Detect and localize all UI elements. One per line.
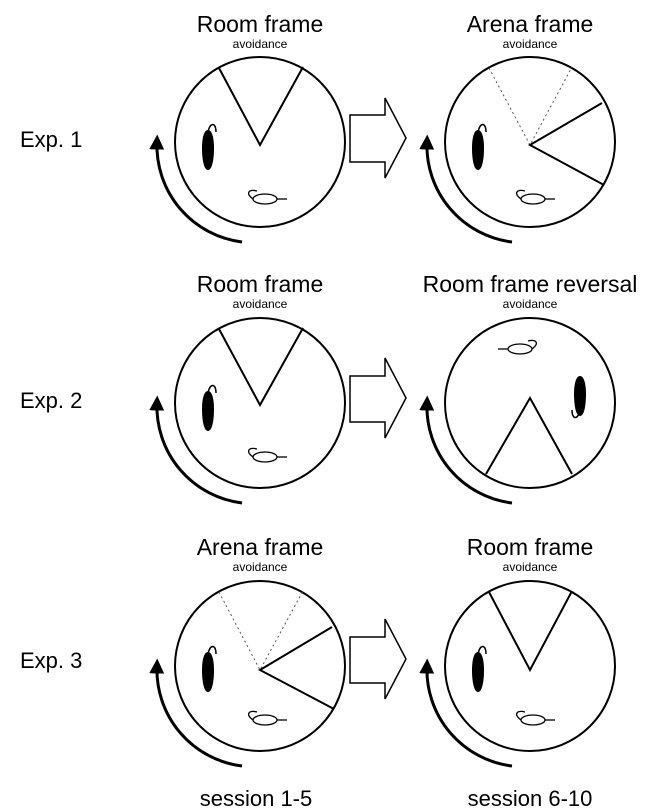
object-icon [248,710,287,726]
rotation-arrow-icon [149,134,243,244]
panel-title: Room frame [467,534,594,560]
object-icon [248,189,287,205]
rat-icon [472,645,487,692]
row-exp-2: Exp. 2 Room frame avoidance Room frame r… [20,271,638,505]
transition-arrow-icon [349,357,407,439]
arena-circle [174,317,346,489]
panel-subtitle: avoidance [233,560,288,574]
previous-sector-dotted [218,590,304,672]
object-icon [498,339,537,355]
previous-sector-dotted [488,66,573,147]
rotation-arrow-icon [149,395,243,505]
panel-left: Room frame avoidance [149,11,346,244]
shock-sector [257,626,335,710]
row-exp-3: Exp. 3 Arena frame avoidance Room frame … [20,534,616,768]
exp-label: Exp. 1 [20,127,82,152]
panel-right: Room frame avoidance [419,534,616,768]
shock-sector [488,590,573,673]
object-icon [516,710,555,726]
panel-subtitle: avoidance [503,297,558,311]
panel-subtitle: avoidance [233,297,288,311]
panel-subtitle: avoidance [503,560,558,574]
shock-sector [485,395,573,475]
arena-circle [174,580,346,752]
panel-left: Arena frame avoidance [149,534,346,768]
panel-subtitle: avoidance [233,37,288,51]
rat-icon [571,376,586,419]
panel-right: Arena frame avoidance [419,11,616,244]
rotation-arrow-icon [149,658,243,768]
panel-left: Room frame avoidance [149,271,346,505]
object-icon [516,189,555,205]
rotation-arrow-icon [419,658,513,768]
session-label-left: session 1-5 [200,786,313,811]
panel-title: Room frame reversal [423,271,638,297]
rat-icon [472,123,487,170]
panel-title: Arena frame [197,534,324,560]
panel-right: Room frame reversal avoidance [419,271,638,505]
row-exp-1: Exp. 1 Room frame avoidance Arena frame … [20,11,616,244]
panel-subtitle: avoidance [503,37,558,51]
session-label-right: session 6-10 [468,786,593,811]
transition-arrow-icon [349,618,407,700]
rotation-arrow-icon [419,134,513,244]
object-icon [248,447,287,463]
panel-title: Room frame [197,11,324,37]
panel-title: Room frame [197,271,324,297]
arena-circle [444,580,616,752]
exp-label: Exp. 3 [20,648,82,673]
rat-icon [202,645,217,692]
rat-icon [202,123,217,170]
rat-icon [202,384,217,431]
shock-sector [527,102,605,186]
exp-label: Exp. 2 [20,388,82,413]
shock-sector [218,66,304,148]
arena-circle [174,56,346,228]
arena-circle [444,317,616,489]
rotation-arrow-icon [419,395,513,505]
arena-circle [444,56,616,228]
panel-title: Arena frame [467,11,594,37]
shock-sector [218,327,304,408]
transition-arrow-icon [349,97,407,179]
